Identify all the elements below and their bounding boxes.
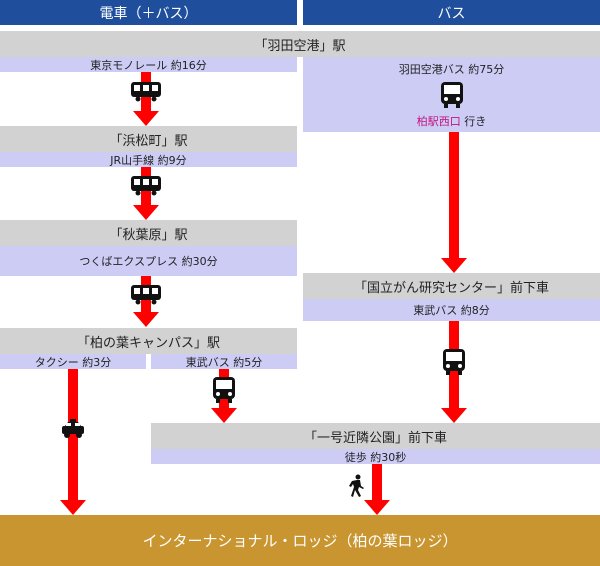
- route-yamanote: JR山手線 約9分: [0, 152, 297, 167]
- station-hamamatsucho: 「浜松町」駅: [0, 126, 297, 152]
- destination-suffix: 行き: [460, 114, 487, 128]
- route-tsukuba-express-label: つくばエクスプレス 約30分: [79, 255, 218, 268]
- route-monorail: 東京モノレール 約16分: [0, 57, 297, 72]
- bus-column-header-label: バス: [437, 5, 466, 22]
- route-tsukuba-express: つくばエクスプレス 約30分: [0, 246, 297, 276]
- route-tobu-bus-2: 東武バス 約8分: [303, 299, 600, 321]
- route-yamanote-label: JR山手線 約9分: [110, 153, 187, 167]
- taxi-icon: [61, 418, 85, 443]
- station-kashiwanoha-campus-label: 「柏の葉キャンパス」駅: [76, 335, 220, 351]
- route-walk-label: 徒歩 約30秒: [344, 450, 407, 464]
- bus-column-header: バス: [303, 0, 600, 25]
- kashiwa-west-exit: 柏駅西口: [416, 114, 461, 128]
- route-taxi-label: タクシー 約3分: [34, 355, 112, 369]
- bus-icon: [442, 348, 466, 379]
- route-tobu-bus-1: 東武バス 約5分: [151, 354, 297, 369]
- arrow-haneda-to-cancer-center: [441, 132, 467, 273]
- route-monorail-label: 東京モノレール 約16分: [90, 58, 207, 72]
- train-icon: [129, 80, 163, 105]
- destination-lodge-label: インターナショナル・ロッジ（柏の葉ロッジ）: [142, 532, 458, 550]
- station-ichigo-park: 「一号近隣公園」前下車: [151, 423, 600, 449]
- bus-icon: [212, 376, 236, 407]
- train-column-header-label: 電車（＋バス）: [99, 5, 198, 22]
- station-haneda: 「羽田空港」駅: [0, 31, 600, 57]
- arrow-ichigo-park-to-lodge: [364, 464, 390, 515]
- station-akihabara-label: 「秋葉原」駅: [109, 227, 188, 243]
- train-icon: [129, 283, 163, 308]
- station-cancer-center-label: 「国立がん研究センター」前下車: [353, 280, 549, 296]
- station-haneda-label: 「羽田空港」駅: [254, 38, 346, 54]
- route-haneda-bus-destination: 柏駅西口 行き: [417, 113, 487, 129]
- route-tobu-bus-2-label: 東武バス 約8分: [413, 304, 490, 317]
- station-kashiwanoha-campus: 「柏の葉キャンパス」駅: [0, 328, 297, 354]
- station-akihabara: 「秋葉原」駅: [0, 220, 297, 246]
- route-haneda-bus: 羽田空港バス 約75分 柏駅西口 行き: [303, 57, 600, 132]
- route-walk: 徒歩 約30秒: [151, 449, 600, 464]
- station-cancer-center: 「国立がん研究センター」前下車: [303, 273, 600, 299]
- walking-person-icon: [348, 474, 366, 501]
- destination-lodge: インターナショナル・ロッジ（柏の葉ロッジ）: [0, 515, 600, 566]
- route-tobu-bus-1-label: 東武バス 約5分: [185, 355, 263, 369]
- train-icon: [129, 174, 163, 199]
- route-haneda-bus-label: 羽田空港バス 約75分: [398, 62, 505, 76]
- train-column-header: 電車（＋バス）: [0, 0, 297, 25]
- bus-icon: [440, 81, 464, 109]
- arrow-kashiwanoha-to-lodge-taxi: [60, 369, 86, 515]
- station-ichigo-park-label: 「一号近隣公園」前下車: [303, 430, 447, 446]
- station-hamamatsucho-label: 「浜松町」駅: [109, 133, 188, 149]
- route-taxi: タクシー 約3分: [0, 354, 146, 369]
